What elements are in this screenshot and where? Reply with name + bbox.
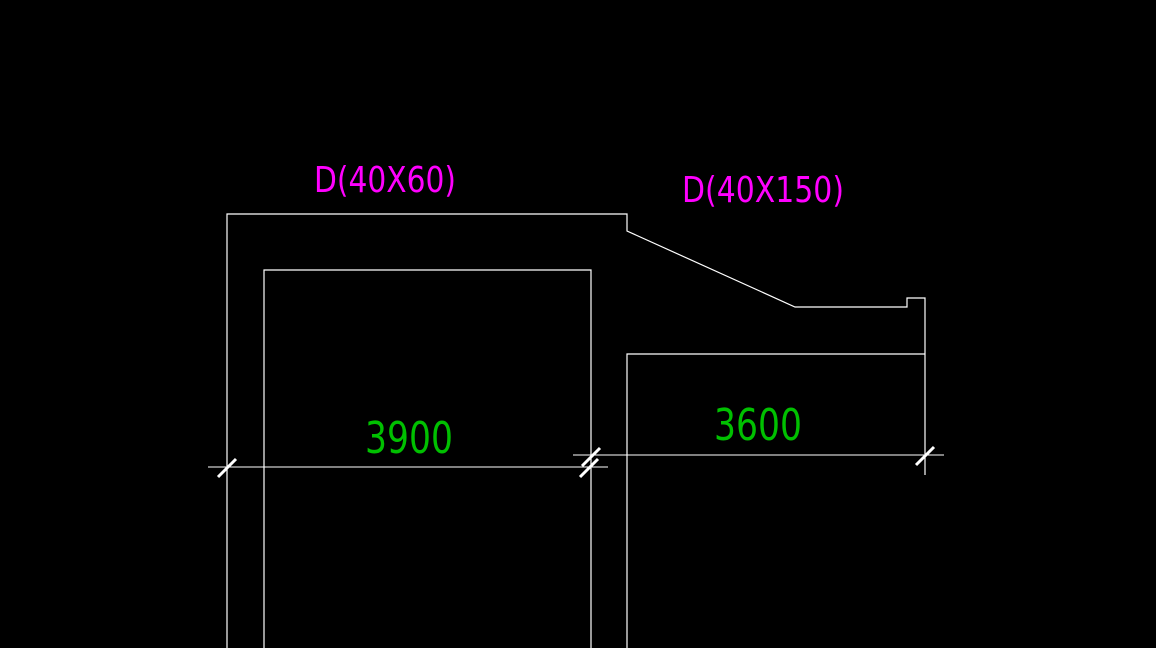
right-beam-label: D(40X150) — [682, 170, 844, 211]
outer-outline — [226, 213, 926, 648]
inner-right-box — [626, 353, 925, 648]
dimension-tick-mid-a — [578, 457, 600, 479]
outline-group — [226, 213, 926, 648]
left-span-dimension: 3900 — [365, 413, 453, 464]
dimension-tick-right — [914, 445, 936, 467]
tick-group — [216, 445, 936, 479]
dimension-tick-left — [216, 457, 238, 479]
dimension-tick-mid-b — [580, 446, 602, 468]
dimension-group — [208, 454, 944, 468]
left-beam-label: D(40X60) — [314, 160, 456, 201]
right-span-dimension: 3600 — [714, 400, 802, 451]
